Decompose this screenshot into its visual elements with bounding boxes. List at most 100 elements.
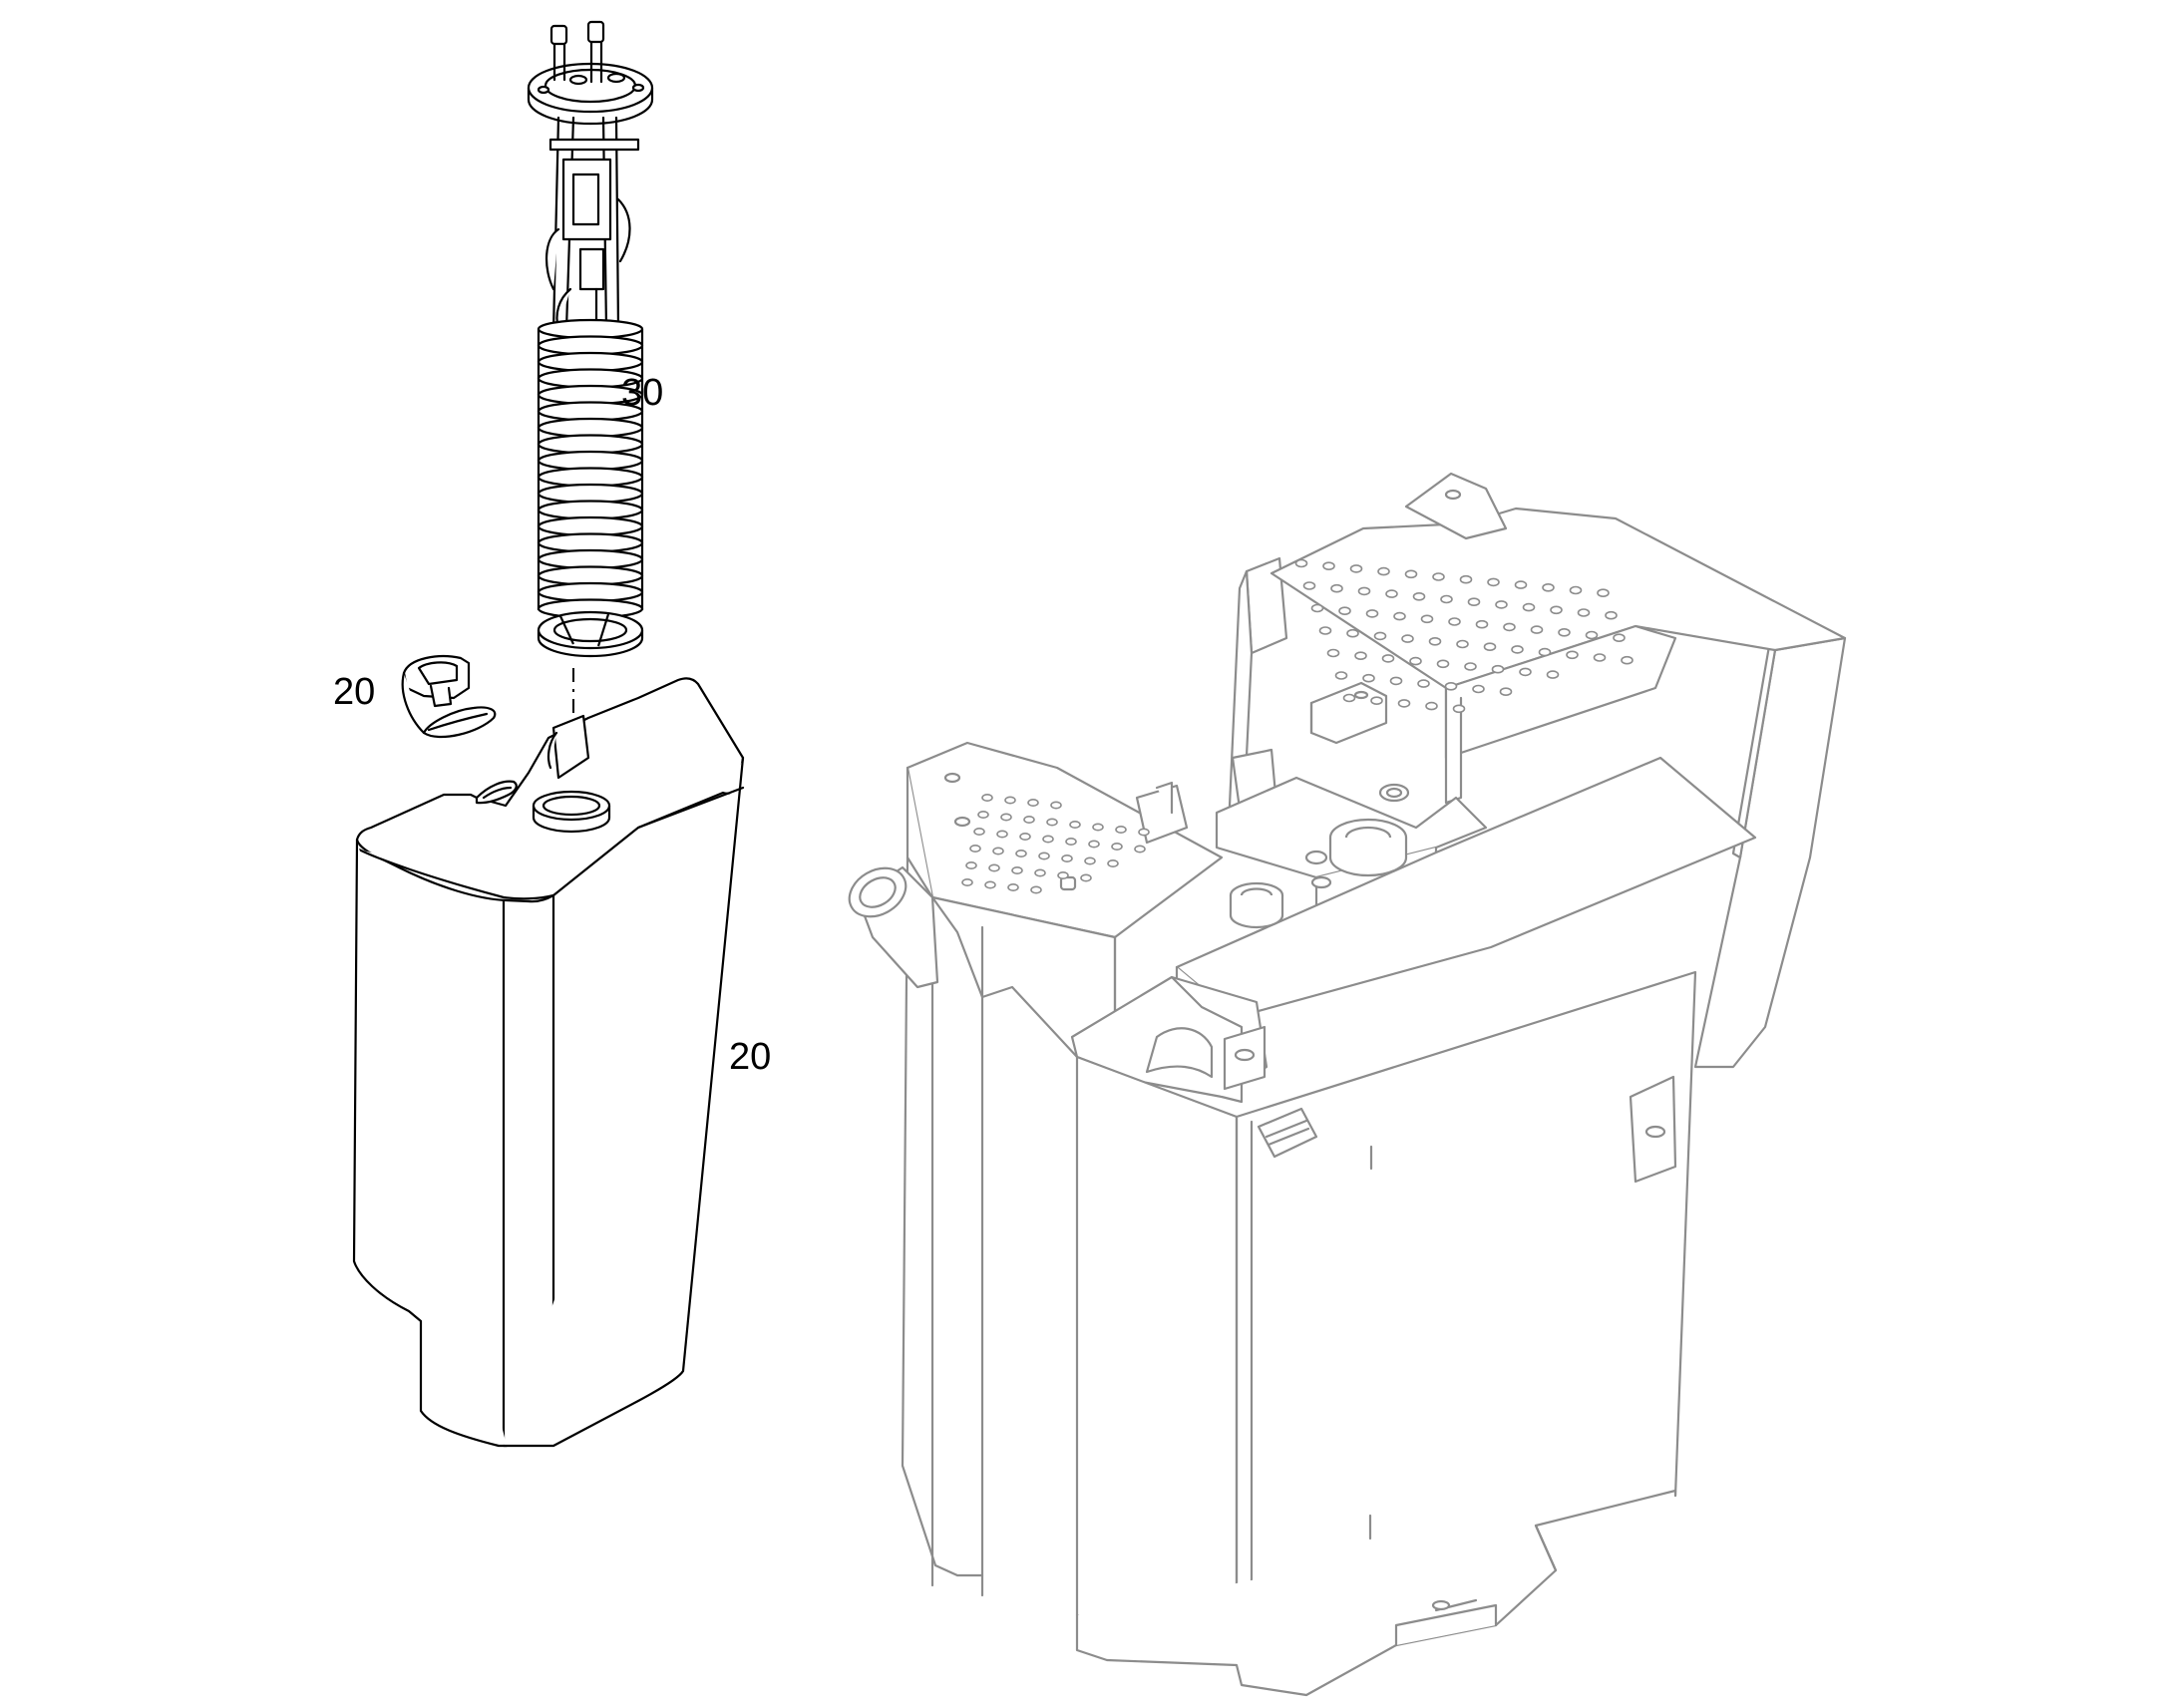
perforation [1092,823,1104,832]
perforation [1318,626,1332,635]
perforation [973,827,985,836]
perforation [1420,614,1434,624]
perforation [1522,602,1536,612]
perforation [1330,583,1343,593]
perforation [1511,645,1524,654]
perforation [1448,617,1461,626]
perforation [1357,586,1371,596]
perforation [1046,818,1058,827]
perforation [1030,885,1042,894]
perforation [1444,681,1458,691]
perforation [984,880,996,889]
perforation [1377,566,1390,576]
perforation [1111,842,1123,851]
perforation [1397,699,1411,708]
perforation [1483,642,1497,652]
perforation [1432,572,1445,581]
callout-20-tank: 20 [729,1036,772,1078]
perforation [1613,633,1626,643]
perforation [1007,882,1019,891]
perforation [1342,693,1356,703]
perforation [1310,603,1324,613]
perforation [1542,582,1555,592]
sender-unit-part-30 [527,20,654,333]
perforation [1034,868,1046,877]
perforation [1019,832,1031,841]
coil-turn [537,417,644,439]
perforation [988,863,1000,872]
perforation [1569,585,1583,595]
perforation [1138,828,1150,837]
coil-turn [537,548,644,570]
perforation [1027,798,1039,807]
perforation [1514,580,1528,589]
perforation [1354,651,1367,661]
perforation [996,830,1008,839]
perforation [977,810,989,819]
perforation [1503,622,1516,632]
perforation [1107,858,1119,867]
perforation [1472,684,1485,694]
perforation [1023,815,1035,824]
coil-turn [537,515,644,537]
perforation [1495,600,1508,609]
perforation [1069,820,1081,829]
coil-turn [537,467,644,488]
perforation-pattern-top [1294,558,1634,714]
perforation [1452,704,1466,714]
perforation [1436,659,1450,669]
coil-turn [537,581,644,603]
perforation [1381,654,1395,663]
perforation [1393,611,1406,621]
perforation [1412,591,1426,601]
perforation [1115,825,1127,834]
perforation [1294,558,1308,568]
coil-turn [537,532,644,553]
filler-neck-right [1328,818,1408,877]
perforation [1566,650,1579,660]
perforation [1605,610,1618,620]
perforation [1322,561,1335,571]
coil-turn [537,434,644,455]
perforation [1385,589,1398,598]
perforation [1042,835,1054,844]
perforation-pattern-left [961,793,1150,894]
perforation [1577,608,1591,617]
coil-turn [537,500,644,520]
coil-spring [537,318,644,619]
callout-20-cap: 20 [333,671,376,713]
perforation [1057,870,1069,879]
perforation [969,844,981,853]
perforation [1389,676,1403,686]
perforation [961,877,973,886]
perforation [1475,619,1489,629]
perforation [1365,609,1379,618]
perforation [1011,865,1023,874]
perforation [1134,845,1146,854]
perforation [1038,852,1050,860]
perforation [1088,840,1100,849]
perforation [1373,631,1387,641]
perforation [1558,627,1571,637]
coil-outline [537,329,644,610]
perforation [1338,606,1351,616]
coil-turn [537,351,644,373]
pump-foot [537,610,644,658]
perforation [1440,594,1453,604]
perforation [1487,577,1500,587]
coil-turn [537,483,644,505]
perforation [1065,837,1077,846]
perforation [1346,628,1359,638]
perforation [1326,648,1340,658]
filler-neck-left [1229,881,1284,929]
perforation [1538,647,1552,657]
perforation [1585,630,1599,640]
perforation [1080,873,1092,882]
perforation [981,793,993,802]
perforation [1362,673,1375,683]
coil-turn [537,565,644,586]
coil-turn [537,335,644,356]
perforation [1621,655,1634,665]
perforation [1404,569,1418,579]
